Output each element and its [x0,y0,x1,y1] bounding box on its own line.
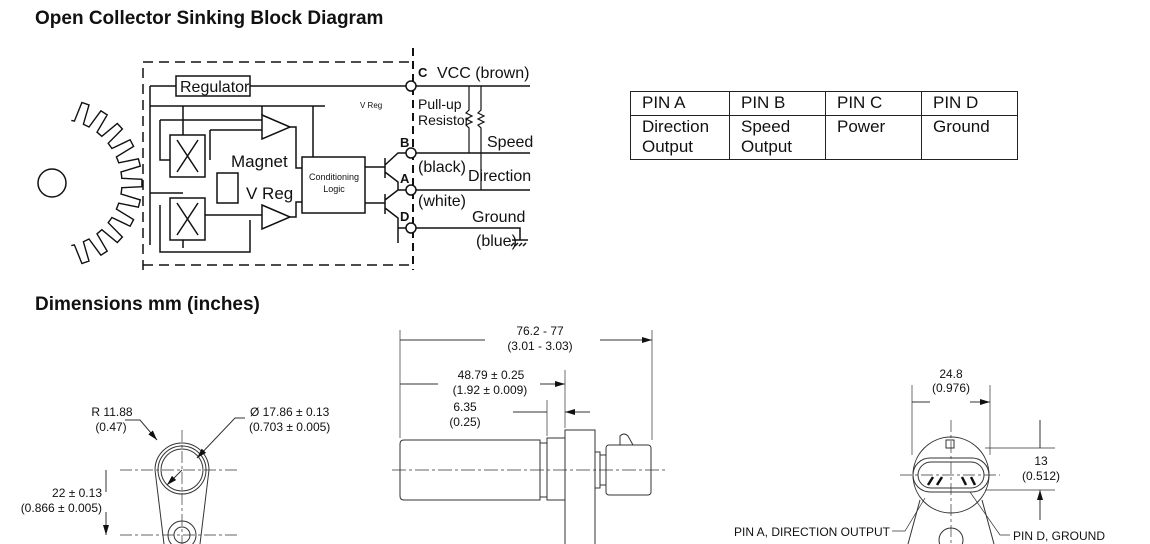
diameter-in: (0.703 ± 0.005) [249,420,330,434]
cell-line: Output [741,137,793,156]
supply-wire [149,85,406,245]
width-mm: 24.8 [939,367,963,381]
comparator-1 [261,113,292,141]
connector-in: (0.512) [1022,469,1060,483]
comparator-2 [261,203,292,231]
blue-label: (blue) [476,233,517,250]
width-in: (0.976) [932,381,970,395]
sensor-side-view [392,330,665,544]
conditioning-label: Conditioning [309,172,359,182]
connector-end-view [892,385,1055,544]
resistor-label: Resistor [418,112,470,128]
regulator-label: Regulator [180,79,250,96]
vreg-label: V Reg [360,101,382,110]
hall-sensor-1 [169,134,206,178]
speed-label: Speed [487,134,533,151]
body-length-mm: 48.79 ± 0.25 [458,368,525,382]
cell-line: Speed [741,117,791,136]
block-diagram-title: Open Collector Sinking Block Diagram [35,8,384,29]
radius-in: (0.47) [95,420,126,434]
hole-spacing-mm: 22 ± 0.13 [52,486,102,500]
pullup-label: Pull-up [418,96,462,112]
black-label: (black) [418,159,466,176]
signal-wires [159,106,314,253]
gear-hub [37,168,67,198]
radius-mm: R 11.88 [91,405,132,419]
white-label: (white) [418,193,466,210]
pin-b-label: B [400,135,409,150]
ground-label: Ground [472,209,525,226]
vcc-label: VCC (brown) [437,65,529,82]
hall-x-icon [176,139,199,173]
conditioning-logic-block [301,156,366,214]
pin-a-callout: PIN A, DIRECTION OUTPUT [734,525,891,539]
flange-mm: 6.35 [453,400,477,414]
cell-pin-c: Power [825,115,922,160]
pin-c-label: C [418,65,428,80]
header-pin-d: PIN D [921,91,1018,116]
cell-line: Output [642,137,694,156]
cell-line: Ground [933,117,990,136]
vreg-block-label: V Reg [246,184,293,203]
pin-a-label: A [400,171,410,186]
block-diagram: Regulator V Reg Magnet V Reg Conditionin… [37,48,533,270]
pin-d-label: D [400,209,409,224]
ground-symbol-icon [510,239,528,247]
pin-d-callout: PIN D, GROUND [1013,529,1105,543]
diameter-mm: Ø 17.86 ± 0.13 [250,405,330,419]
header-pin-c: PIN C [825,91,922,116]
logic-label: Logic [323,184,345,194]
pull-up-resistors [464,86,486,190]
connector-mm: 13 [1034,454,1048,468]
pin-table-header-row: PIN A PIN B PIN C PIN D [630,91,1018,116]
flange-in: (0.25) [449,415,480,429]
hall-x-icon [176,202,199,236]
hall-sensor-2 [169,197,206,241]
overall-length-in: (3.01 - 3.03) [507,339,572,353]
cell-line: Power [837,117,886,136]
comparator-wires [290,126,302,218]
cell-line: Direction [642,117,710,136]
magnet-block [216,172,239,204]
magnet-label: Magnet [231,152,288,171]
sensor-boundary [142,61,413,270]
direction-label: Direction [468,168,531,185]
output-transistors [365,152,406,243]
overall-length-mm: 76.2 - 77 [516,324,564,338]
output-wires [416,85,530,240]
dimensions-title: Dimensions mm (inches) [35,294,260,315]
gear-icon [71,101,143,265]
bracket-top-view [106,417,245,544]
body-length-in: (1.92 ± 0.009) [453,383,528,397]
hole-spacing-in: (0.866 ± 0.005) [21,501,102,515]
cell-pin-d: Ground [921,115,1018,160]
